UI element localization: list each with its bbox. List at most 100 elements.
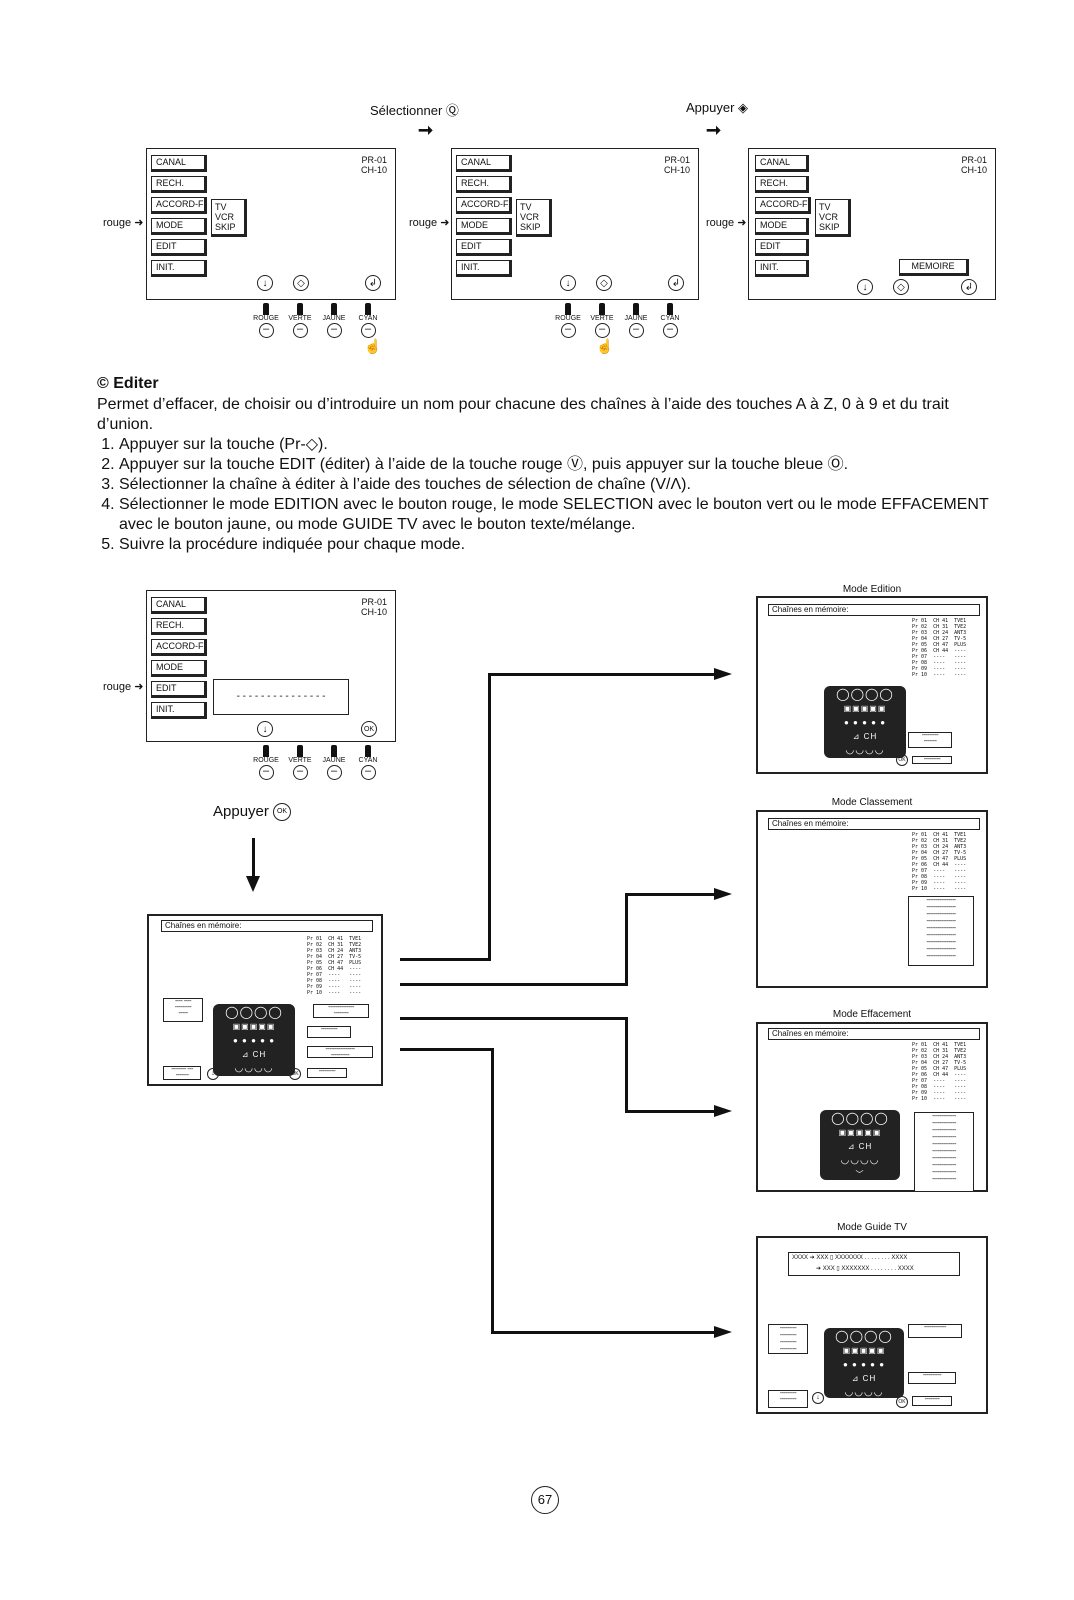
hand-pointer-icon: ☝ [596, 338, 614, 354]
step-item: Appuyer sur la touche (Pr-◇). [119, 435, 997, 455]
menu-edit[interactable]: EDIT [755, 239, 809, 256]
menu-accord[interactable]: ACCORD-F [755, 197, 811, 214]
memory-header: Chaînes en mémoire: [161, 920, 373, 932]
channel-table: Pr 01 CH 41 TVE1 Pr 02 CH 31 TVE2 Pr 03 … [307, 936, 362, 996]
menu-canal[interactable]: CANAL [151, 597, 207, 614]
menu-accord[interactable]: ACCORD-F [151, 197, 207, 214]
step-item: Appuyer sur la touche EDIT (éditer) à l’… [119, 455, 997, 475]
ok-circle-icon: OK [289, 1068, 301, 1080]
mode-edition-screen: Chaînes en mémoire: Pr 01 CH 41 TVE1 Pr … [756, 596, 988, 774]
right-arrow-icon: ➞ [418, 120, 434, 140]
memory-header: Chaînes en mémoire: [768, 1028, 980, 1040]
connector [491, 1048, 494, 1334]
down-circle-icon: ↓ [257, 275, 273, 291]
menu-init[interactable]: INIT. [151, 702, 207, 719]
menu-init[interactable]: INIT. [755, 260, 809, 277]
return-circle-icon: ↲ [961, 279, 977, 295]
dash-box: ---- ------------------ [163, 998, 203, 1022]
dash-box: -------- [912, 1396, 952, 1406]
return-circle-icon: ↲ [668, 275, 684, 291]
editer-section: © Editer Permet d’effacer, de choisir ou… [97, 374, 997, 555]
dash-box: -------------------------- [307, 1046, 373, 1058]
arrow-right-icon [714, 1326, 732, 1338]
press-ok-label: Appuyer OK [213, 803, 292, 822]
menu-mode[interactable]: MODE [755, 218, 809, 235]
ok-circle-icon: OK [273, 803, 292, 822]
mode-effacement-title: Mode Effacement [832, 1009, 912, 1020]
return-circle-icon: ↲ [365, 275, 381, 291]
rouge-label: rouge ➜ [103, 217, 144, 229]
connector [400, 1017, 628, 1020]
menu-init[interactable]: INIT. [151, 260, 207, 277]
rouge-label: rouge ➜ [409, 217, 450, 229]
mode-classement-title: Mode Classement [831, 797, 913, 808]
ok-circle-icon: OK [896, 1396, 908, 1408]
menu-edit[interactable]: EDIT [151, 681, 207, 698]
rouge-label: rouge ➜ [103, 681, 144, 693]
connector [400, 1048, 494, 1051]
arrow-right-icon [714, 888, 732, 900]
dash-list: ----------------------------------------… [908, 896, 974, 966]
arrow-right-icon [714, 668, 732, 680]
dash-box: ------------------ [768, 1390, 808, 1408]
select-symbol-icon: Ⓠ [445, 103, 459, 118]
menu-accord[interactable]: ACCORD-F [456, 197, 512, 214]
channel-table: Pr 01 CH 41 TVE1 Pr 02 CH 31 TVE2 Pr 03 … [912, 832, 967, 892]
c-circle-icon: © [97, 375, 109, 392]
intro-paragraph: Permet d’effacer, de choisir ou d’introd… [97, 396, 949, 433]
dash-box: -------- ---------- [163, 1066, 201, 1080]
right-arrow-icon: ➞ [706, 120, 722, 140]
menu-rech[interactable]: RECH. [151, 618, 207, 635]
dash-box: ------------------------------------ [768, 1324, 808, 1354]
menu-rech[interactable]: RECH. [456, 176, 512, 193]
edit-screen: CANAL RECH. ACCORD-F MODE EDIT INIT. PR-… [146, 590, 396, 742]
arrow-right-icon [714, 1105, 732, 1117]
connector [488, 673, 718, 676]
memoire-button[interactable]: MEMOIRE [899, 259, 969, 276]
connector [625, 893, 628, 986]
dash-box: ------------ [908, 1324, 962, 1338]
diamond-circle-icon: ◇ [293, 275, 309, 291]
menu-rech[interactable]: RECH. [151, 176, 207, 193]
guide-listing: XXXX ➔ XXX ▯ XXXXXXX . . . . . . . . XXX… [788, 1252, 960, 1276]
connector [625, 1110, 719, 1113]
remote-icon: ◯◯◯◯ ▣▣▣▣▣ ● ● ● ● ● ⊿ CH ◡◡◡◡ ﹀ [213, 1004, 295, 1087]
remote-icon: ◯◯◯◯ ▣▣▣▣▣ ● ● ● ● ● ⊿ CH ◡◡◡◡ ﹀ [824, 686, 906, 769]
menu-canal[interactable]: CANAL [456, 155, 512, 172]
connector [625, 1017, 628, 1113]
down-arrow-icon [246, 876, 260, 892]
menu-canal[interactable]: CANAL [151, 155, 207, 172]
step-item: Suivre la procédure indiquée pour chaque… [119, 535, 997, 555]
menu-edit[interactable]: EDIT [456, 239, 512, 256]
dash-list: ----------------------------------------… [914, 1112, 974, 1192]
menu-mode[interactable]: MODE [151, 660, 207, 677]
select-label: Sélectionner Ⓠ [370, 103, 459, 118]
name-entry-field[interactable]: - - - - - - - - - - - - - - - [213, 679, 349, 715]
menu-edit[interactable]: EDIT [151, 239, 207, 256]
connector [488, 673, 491, 961]
dash-box: --------- [307, 1026, 351, 1038]
mode-guide-tv-screen: XXXX ➔ XXX ▯ XXXXXXX . . . . . . . . XXX… [756, 1236, 988, 1414]
dash-box: ---------- [908, 1372, 956, 1384]
ok-circle-icon: OK [361, 721, 377, 737]
dash-box: --------- [307, 1068, 347, 1078]
hand-pointer-icon: ☝ [364, 338, 382, 354]
menu-rech[interactable]: RECH. [755, 176, 809, 193]
mode-effacement-screen: Chaînes en mémoire: Pr 01 CH 41 TVE1 Pr … [756, 1022, 988, 1192]
menu-accord[interactable]: ACCORD-F [151, 639, 207, 656]
press-symbol-icon: ◈ [738, 100, 749, 115]
memory-header: Chaînes en mémoire: [768, 818, 980, 830]
dash-box: --------- [912, 756, 952, 764]
menu-mode[interactable]: MODE [456, 218, 512, 235]
menu-init[interactable]: INIT. [456, 260, 512, 277]
channel-table: Pr 01 CH 41 TVE1 Pr 02 CH 31 TVE2 Pr 03 … [912, 618, 967, 678]
menu-canal[interactable]: CANAL [755, 155, 809, 172]
menu-mode[interactable]: MODE [151, 218, 207, 235]
connector [491, 1331, 719, 1334]
